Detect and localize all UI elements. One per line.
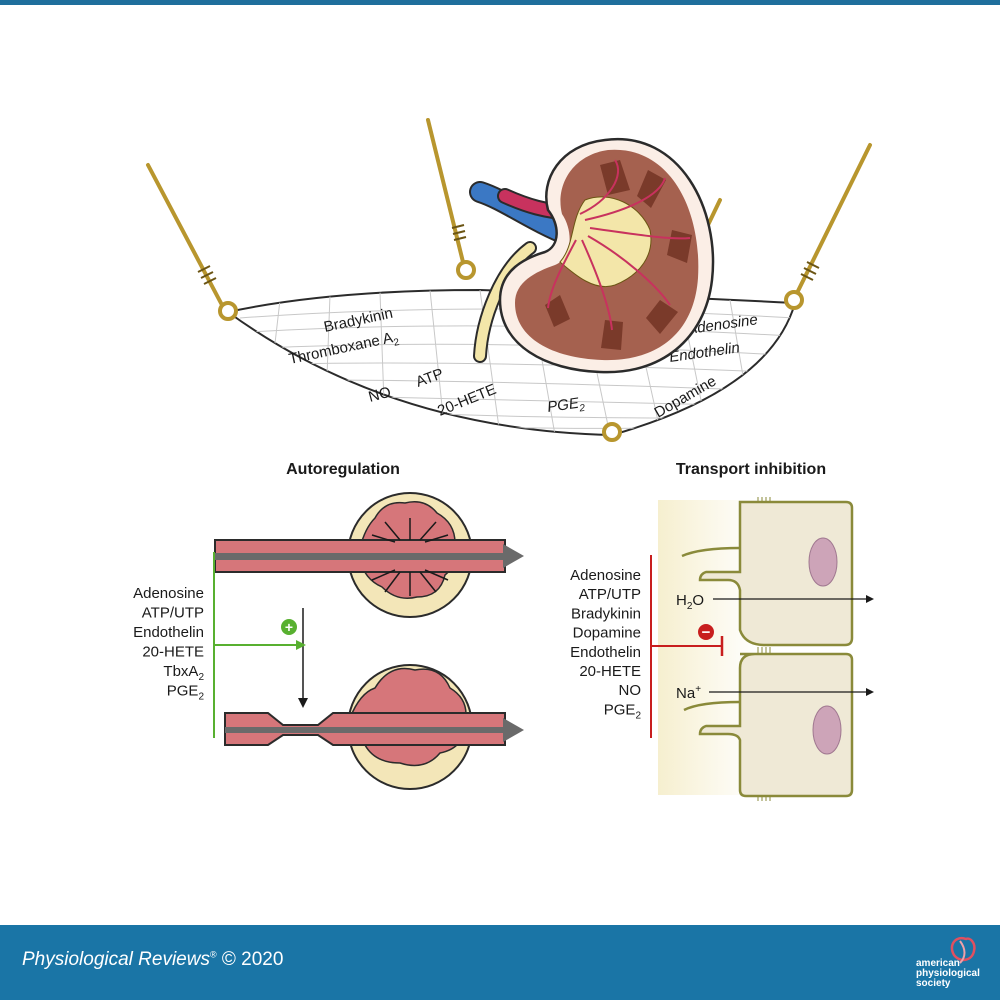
factor-label: 20-HETE [142, 644, 204, 661]
transport-title: Transport inhibition [676, 461, 826, 478]
minus-icon [698, 624, 714, 640]
factor-label: Adenosine [133, 585, 204, 602]
ring-left [218, 301, 238, 321]
autoregulation-title: Autoregulation [286, 461, 400, 478]
lower-cell-microvilli [683, 700, 741, 712]
rope-left [146, 163, 224, 307]
hammock: Bradykinin Thromboxane A2 NO ATP 20-HETE… [146, 118, 872, 442]
vessel-dilated [214, 492, 524, 618]
society-line-3: society [916, 978, 951, 989]
knot-left [197, 265, 217, 285]
journal-credit: Physiological Reviews® © 2020 [22, 949, 283, 971]
society-logo-icon [950, 936, 976, 964]
upper-cell-microvilli [681, 546, 741, 558]
top-accent-bar [0, 0, 1000, 5]
copyright-text: © 2020 [221, 949, 284, 970]
rope-center [426, 118, 465, 264]
factor-label: NO [619, 682, 642, 699]
plus-symbol: + [285, 619, 293, 635]
society-name: american physiological society [916, 959, 980, 989]
water-label: H2O [676, 592, 704, 612]
knot-right [800, 261, 820, 281]
sodium-arrowhead [866, 688, 874, 696]
lower-cell [698, 652, 854, 798]
knot-center [451, 224, 467, 241]
factor-label: Dopamine [573, 625, 641, 642]
factor-label: PGE2 [167, 683, 205, 703]
dilation-arrows [371, 518, 449, 596]
tight-junctions [757, 497, 771, 801]
factor-label: Endothelin [570, 644, 641, 661]
kidney-vessels [547, 159, 691, 331]
rope-right [795, 143, 872, 295]
factor-label: ATP/UTP [142, 605, 204, 622]
society-line-2: physiological [916, 968, 980, 979]
transition-arrowhead [298, 698, 308, 708]
label-no: NO [367, 384, 393, 406]
transport-panel: Transport inhibition H2O Na+ − Adenosine… [570, 461, 874, 801]
diagram-canvas: Bradykinin Thromboxane A2 NO ATP 20-HETE… [133, 118, 874, 801]
factor-label: Adenosine [570, 567, 641, 584]
upper-cell [698, 500, 854, 647]
factor-label: Bradykinin [571, 605, 641, 622]
ring-right [784, 290, 804, 310]
stimulate-arrowhead [296, 640, 306, 650]
factor-label: 20-HETE [579, 663, 641, 680]
factor-label: TbxA2 [163, 663, 204, 683]
society-line-1: american [916, 958, 960, 969]
factor-label: ATP/UTP [579, 586, 641, 603]
autoregulation-panel: Autoregulation [133, 461, 524, 790]
factor-label: PGE2 [604, 701, 642, 721]
upper-nucleus [808, 537, 838, 587]
factor-label: Endothelin [133, 624, 204, 641]
kidney [469, 137, 715, 374]
minus-symbol: − [702, 624, 711, 641]
journal-name: Physiological Reviews [22, 949, 210, 970]
plus-icon [281, 619, 297, 635]
water-arrowhead [866, 595, 874, 603]
ring-front [602, 422, 622, 442]
registered-mark: ® [209, 949, 217, 960]
label-pge2: PGE2 [546, 394, 586, 419]
footer-bar: Physiological Reviews® © 2020 american p… [0, 925, 1000, 1000]
ring-center [456, 260, 476, 280]
sodium-label: Na+ [676, 684, 701, 702]
lower-nucleus [812, 705, 842, 755]
vessel-constricted [224, 664, 524, 790]
